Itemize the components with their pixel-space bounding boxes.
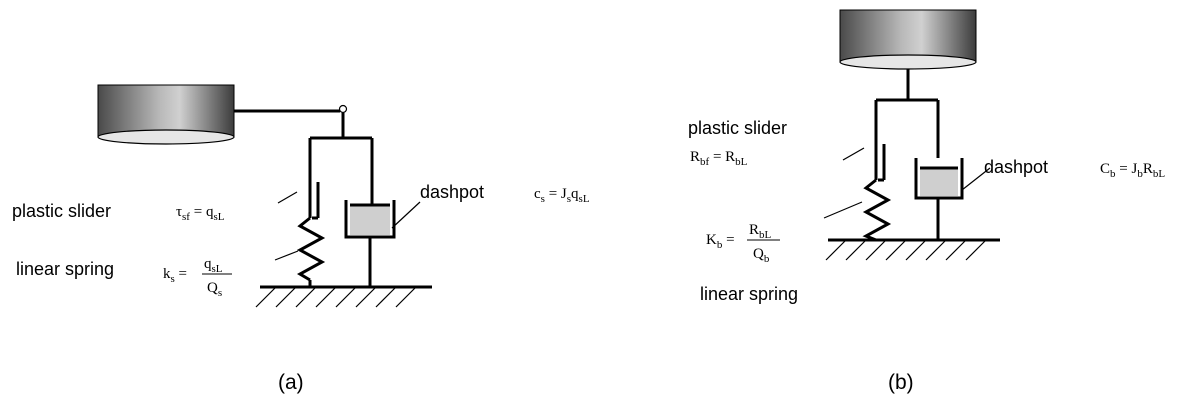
dashpot-b [914, 158, 964, 240]
plastic-slider-b [874, 130, 886, 182]
slider-equation-a: τsf = qsL [176, 204, 225, 223]
svg-text:Qb: Qb [753, 246, 770, 265]
dashpot-equation-b: Cb = JbRbL [1100, 161, 1165, 180]
spring-equation-a: ks = qsL Qs [163, 256, 232, 299]
linear-spring-label-b: linear spring [700, 284, 798, 304]
mass-cylinder-a [97, 84, 235, 145]
svg-text:Kb =: Kb = [706, 232, 735, 251]
dashpot-a [344, 200, 396, 287]
dashpot-equation-a: cs = JsqsL [534, 186, 590, 205]
dashpot-label-a: dashpot [420, 182, 484, 202]
mass-cylinder-b [839, 9, 977, 70]
plastic-slider-label-b: plastic slider [688, 118, 787, 138]
model-a: plastic slider τsf = qsL dashpot cs = Js… [12, 84, 590, 394]
model-b: plastic slider Rbf = RbL dashpot Cb = Jb… [688, 9, 1165, 394]
svg-text:RbL: RbL [749, 222, 772, 241]
linear-spring-b [862, 162, 892, 242]
plastic-slider-a [308, 168, 320, 220]
ground-a [255, 285, 432, 308]
plastic-slider-label-a: plastic slider [12, 201, 111, 221]
svg-text:ks =: ks = [163, 266, 187, 285]
spring-equation-b: Kb = RbL Qb [706, 222, 780, 265]
caption-a: (a) [278, 371, 304, 394]
slider-equation-b: Rbf = RbL [690, 149, 748, 168]
ground-b [825, 238, 1000, 261]
caption-b: (b) [888, 371, 914, 394]
linear-spring-label-a: linear spring [16, 259, 114, 279]
dashpot-label-b: dashpot [984, 157, 1048, 177]
svg-text:Qs: Qs [207, 280, 222, 299]
svg-text:qsL: qsL [204, 256, 223, 275]
